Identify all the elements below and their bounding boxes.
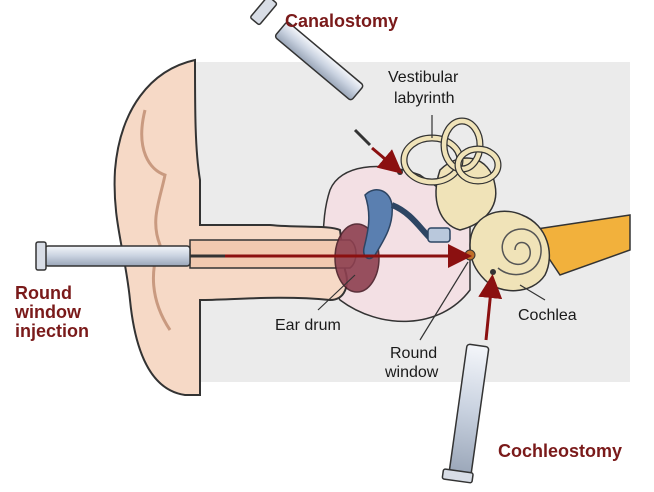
round-window-dot bbox=[465, 250, 475, 260]
round-window-injection-label-2: window bbox=[14, 302, 82, 322]
round-window-label-2: window bbox=[384, 364, 439, 381]
cochleostomy-label: Cochleostomy bbox=[498, 441, 622, 461]
canalostomy-label: Canalostomy bbox=[285, 11, 398, 31]
vestibular-label-2: labyrinth bbox=[394, 90, 454, 107]
cochlea-target-dot bbox=[490, 269, 496, 275]
ear-drum-label: Ear drum bbox=[275, 317, 341, 334]
round-window-injection-label-3: injection bbox=[15, 321, 89, 341]
ear-canal bbox=[190, 240, 356, 268]
round-window-label-1: Round bbox=[390, 345, 437, 362]
stapes bbox=[428, 228, 450, 242]
vestibular-label-1: Vestibular bbox=[388, 69, 459, 86]
round-window-injection-label-1: Round bbox=[15, 283, 72, 303]
cochlea-label: Cochlea bbox=[518, 307, 577, 324]
